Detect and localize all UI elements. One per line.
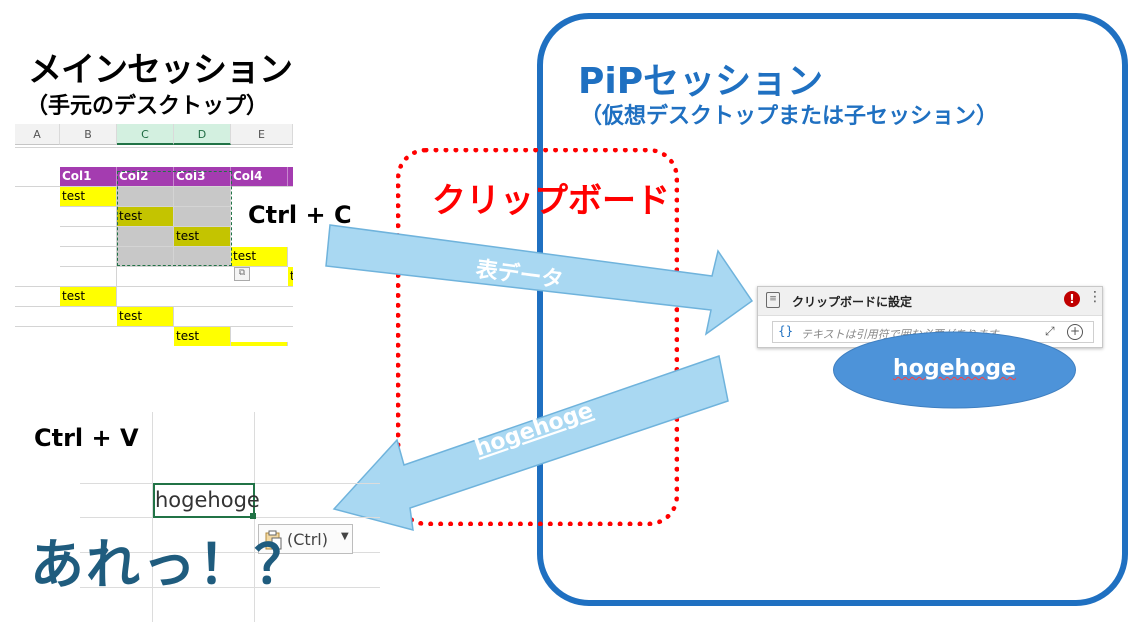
cell-empty[interactable] — [117, 227, 174, 247]
row-line — [15, 306, 293, 307]
copy-marquee — [117, 171, 232, 266]
header-cell-col3[interactable]: Col3 — [174, 167, 231, 187]
cell-test[interactable]: test — [117, 207, 174, 227]
cell-test[interactable]: test — [231, 247, 288, 267]
cell-test[interactable]: test — [174, 227, 231, 247]
column-header-d[interactable]: D — [174, 124, 231, 145]
paste-options-label: (Ctrl) — [287, 530, 328, 549]
cell-empty[interactable] — [174, 207, 231, 227]
main-session-title: メインセッション — [28, 50, 293, 90]
pip-session-subtitle: （仮想デスクトップまたは子セッション） — [580, 104, 999, 129]
card-title: クリップボードに設定 — [792, 295, 913, 309]
grid-line — [152, 412, 153, 622]
paste-options-button[interactable]: (Ctrl) ▼ — [258, 524, 353, 554]
paste-icon — [265, 530, 282, 550]
column-header-e[interactable]: E — [231, 124, 293, 145]
main-session-subtitle: （手元のデスクトップ） — [26, 94, 269, 119]
cell-empty[interactable] — [117, 247, 174, 267]
column-header-b[interactable]: B — [60, 124, 117, 145]
cell-test[interactable]: test — [60, 187, 117, 207]
column-header-a[interactable]: A — [15, 124, 60, 145]
row-line — [15, 286, 293, 287]
source-spreadsheet: A B C D E Col1 Col2 Col3 Col4 test test … — [15, 124, 293, 346]
cell-empty[interactable] — [117, 187, 174, 207]
cell-partial[interactable] — [231, 342, 288, 346]
paste-shortcut-label: Ctrl + V — [34, 424, 139, 452]
grid-line — [80, 587, 380, 588]
row-line — [15, 147, 293, 148]
card-header: ≡ クリップボードに設定 ! ⋮ — [758, 287, 1102, 316]
header-cell-col2[interactable]: Col2 — [117, 167, 174, 187]
row-line — [15, 186, 293, 187]
arrow-to-main: hogehoge — [332, 355, 729, 532]
expand-icon[interactable]: ⤢ — [1045, 324, 1055, 338]
clipboard-icon: ≡ — [766, 292, 780, 308]
brace-icon[interactable]: {} — [778, 324, 794, 338]
cell-empty[interactable] — [60, 207, 117, 227]
cell-empty[interactable] — [60, 247, 117, 267]
pip-session-frame — [537, 13, 1128, 606]
fill-handle[interactable] — [250, 513, 256, 519]
paste-options-icon[interactable]: ⧉ — [234, 267, 250, 281]
cell-empty[interactable] — [174, 247, 231, 267]
active-cell[interactable]: hogehoge — [153, 483, 260, 518]
arrow-to-pip: 表データ — [325, 224, 754, 336]
pip-session-title: PiPセッション — [578, 61, 824, 102]
cell-empty[interactable] — [60, 227, 117, 247]
copy-shortcut-label: Ctrl + C — [248, 201, 352, 229]
clipboard-frame — [396, 148, 679, 526]
value-bubble-text: hogehoge — [893, 356, 1016, 381]
cell-test[interactable]: test — [174, 327, 231, 346]
header-cell-col4[interactable]: Col4 — [231, 167, 288, 187]
add-icon[interactable]: + — [1067, 324, 1083, 340]
column-header-c[interactable]: C — [117, 124, 174, 145]
value-bubble — [833, 331, 1076, 409]
more-vertical-icon[interactable]: ⋮ — [1088, 289, 1102, 305]
grid-line — [80, 552, 380, 553]
cell-test[interactable]: test — [117, 307, 174, 327]
row-line — [15, 326, 293, 327]
clipboard-title: クリップボード — [432, 181, 670, 221]
exclamation-text: あれっ！？ — [30, 533, 310, 596]
caret-down-icon: ▼ — [341, 531, 349, 542]
cell-empty[interactable] — [174, 187, 231, 207]
error-icon[interactable]: ! — [1064, 291, 1080, 307]
